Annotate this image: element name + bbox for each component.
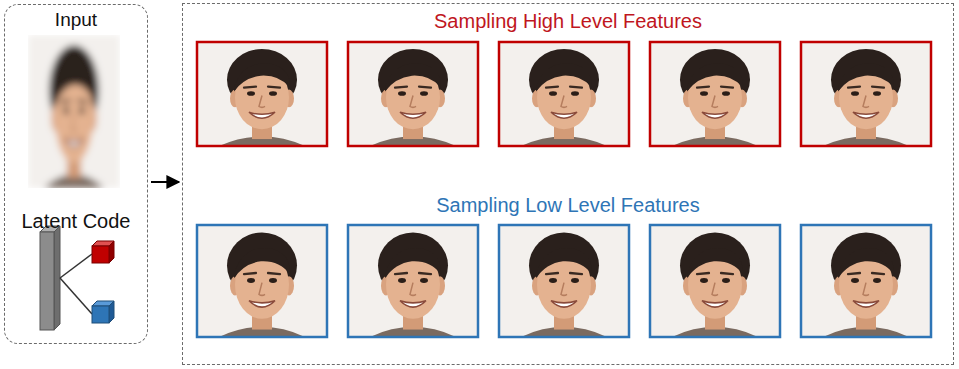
flow-arrow (151, 181, 179, 183)
sample-photo (499, 225, 629, 337)
sample-photo (197, 225, 327, 337)
sample-photo (801, 42, 931, 146)
blue-frame (348, 225, 478, 337)
sample-photo (348, 225, 478, 337)
red-frame (499, 42, 629, 146)
panel-sublabel: Latent Code (22, 210, 131, 233)
input-photo (28, 35, 120, 188)
blue-frame (650, 225, 780, 337)
high-level-samples (197, 42, 931, 146)
input-panel: InputLatent Code (4, 4, 148, 344)
blue-cube-side (109, 301, 114, 323)
output-panel: Sampling High Level FeaturesSampling Low… (182, 3, 954, 365)
red-frame (348, 42, 478, 146)
blue-frame (499, 225, 629, 337)
red-frame (197, 42, 327, 146)
sample-photo (650, 42, 780, 146)
bar-side (54, 226, 60, 330)
sample-photo (348, 42, 478, 146)
sample-photo (499, 42, 629, 146)
panel-label: Input (55, 9, 97, 31)
bar-front (40, 232, 54, 330)
blue-cube (92, 306, 109, 323)
blue-frame (801, 225, 931, 337)
red-cube (92, 246, 109, 263)
branch-line (60, 278, 92, 314)
latent-code-symbol (40, 226, 114, 330)
panel-sublabel: Sampling Low Level Features (436, 194, 699, 217)
blue-frame (197, 225, 327, 337)
red-frame (650, 42, 780, 146)
panel-label: Sampling High Level Features (434, 10, 702, 33)
low-level-samples (197, 225, 931, 337)
sample-photo (801, 225, 931, 337)
sample-photo (197, 42, 327, 146)
branch-line (60, 254, 92, 278)
sample-photo (650, 225, 780, 337)
red-frame (801, 42, 931, 146)
red-cube-side (109, 241, 114, 263)
